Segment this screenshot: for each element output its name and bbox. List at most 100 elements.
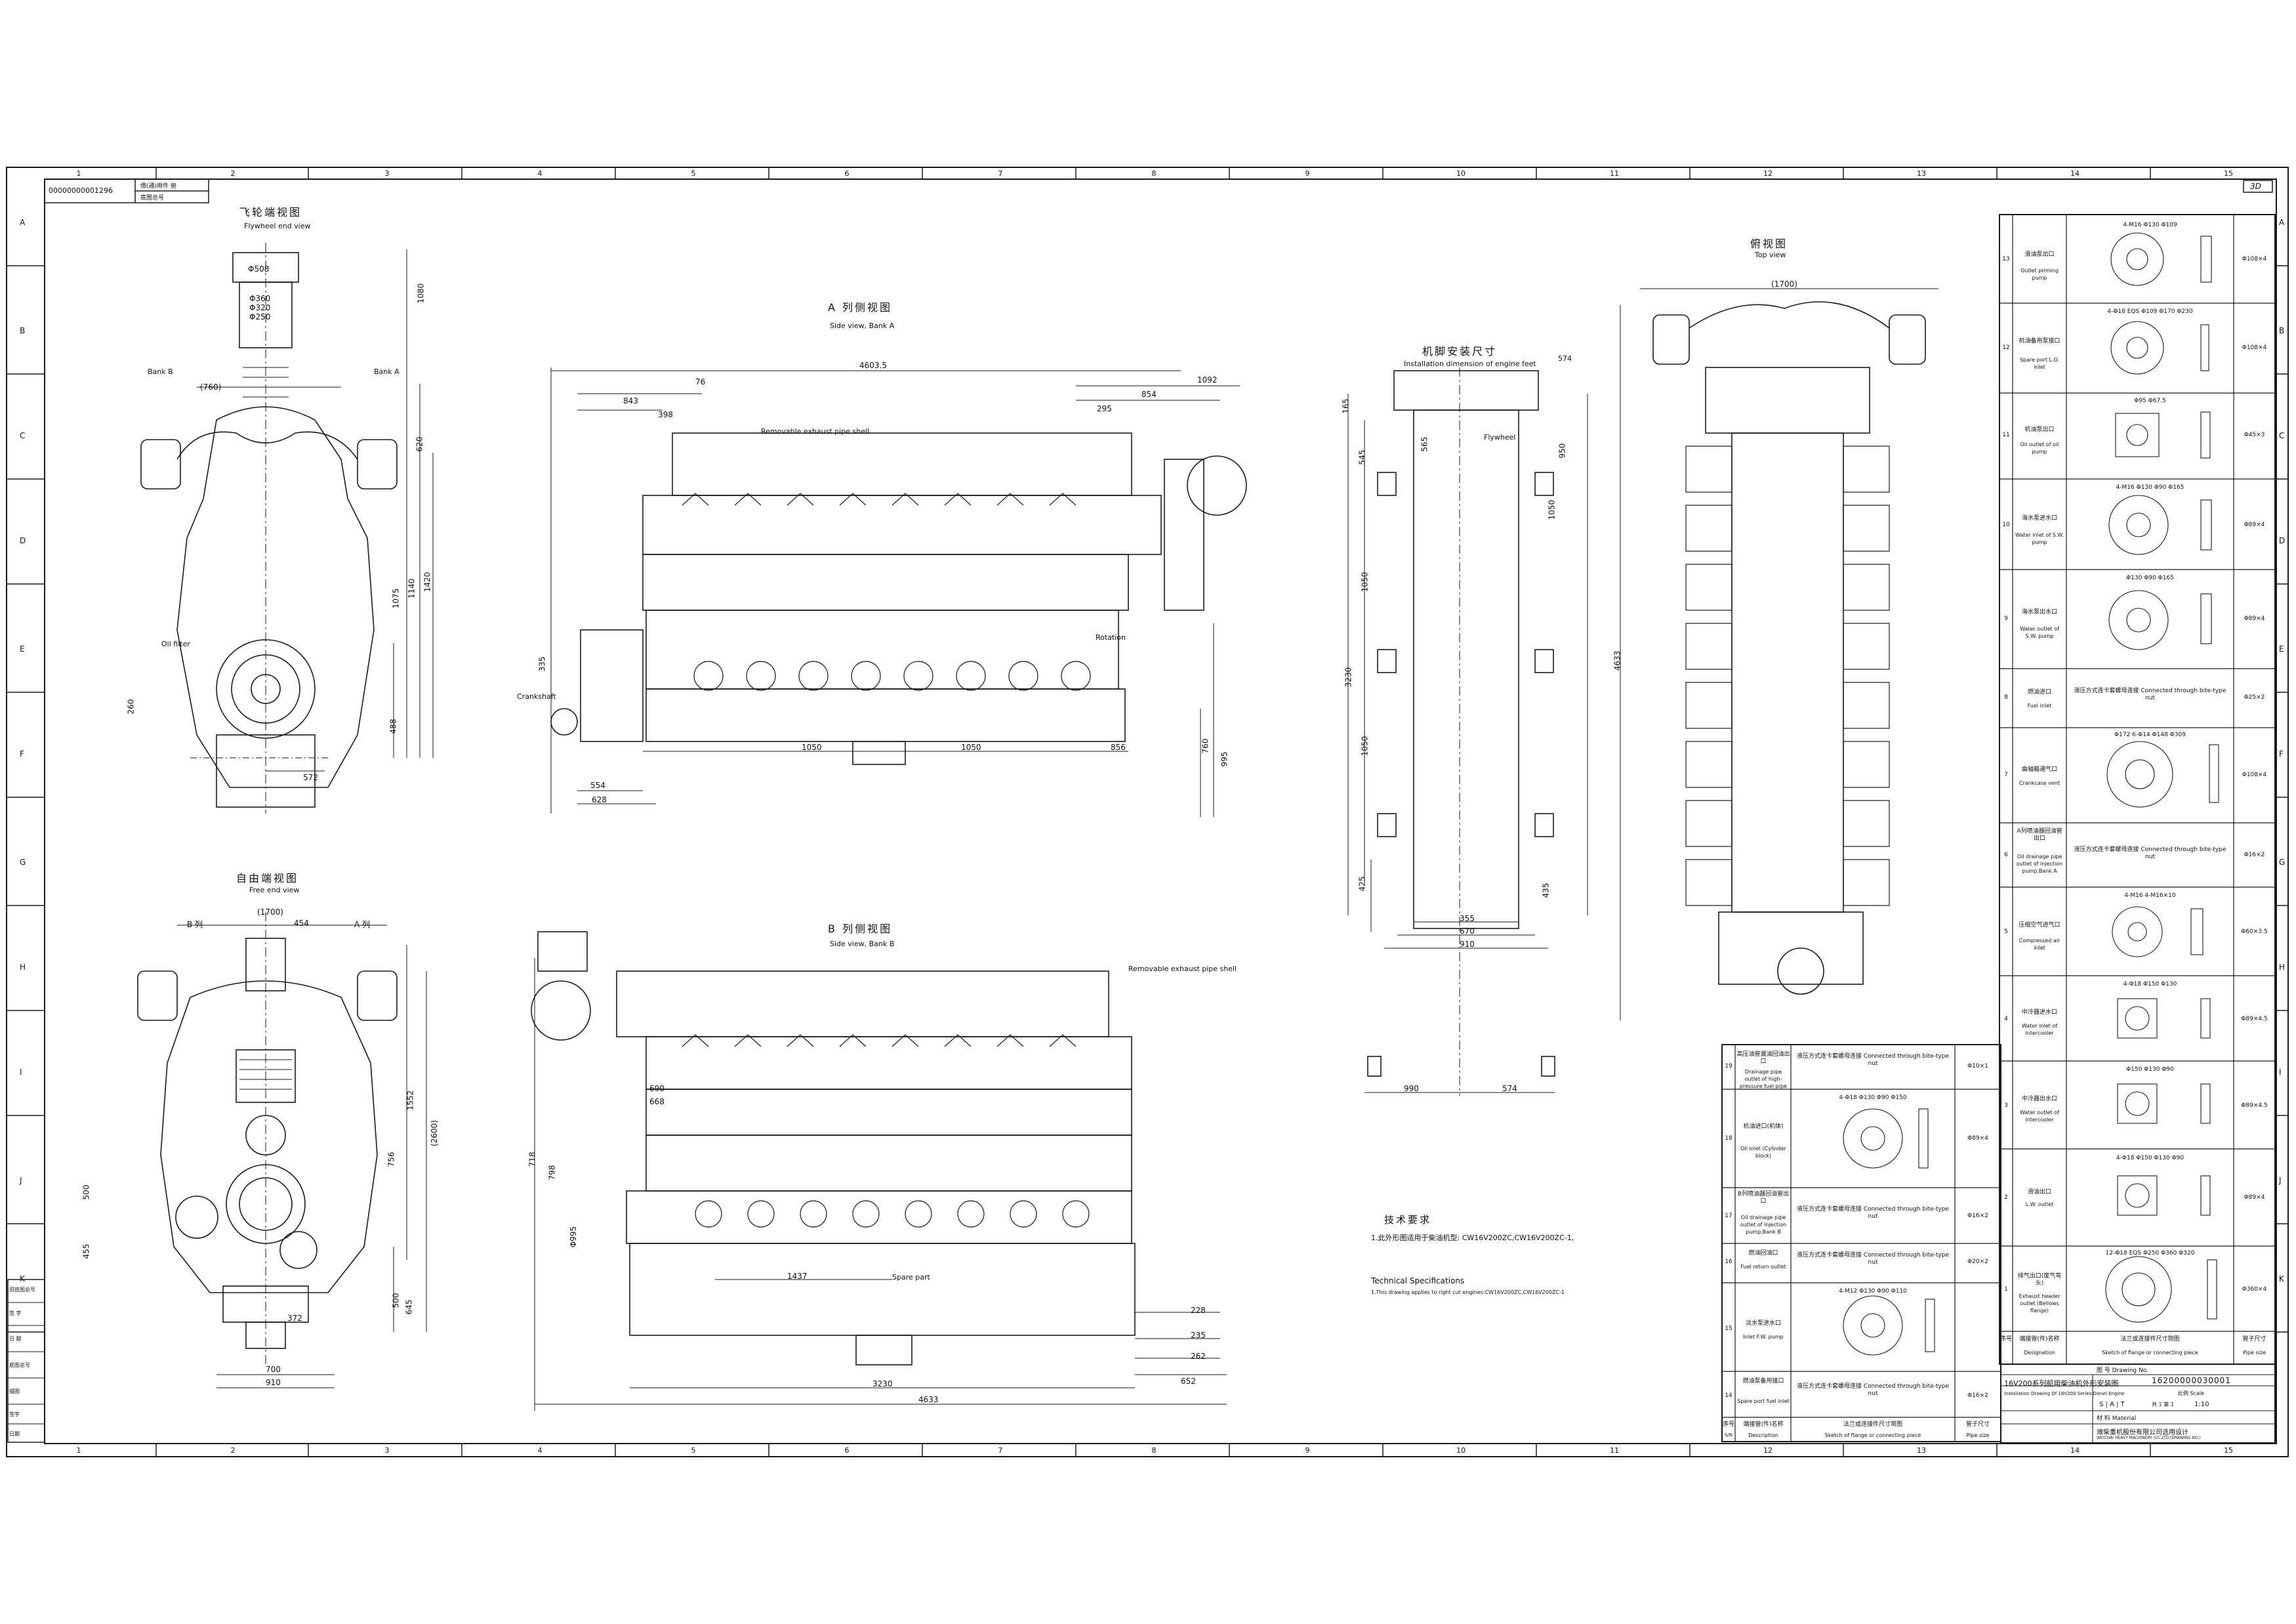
dim-label: 645 [404, 1299, 414, 1315]
dim-label: 756 [386, 1152, 396, 1167]
drawing-title-en: Installation Drawing Of 16V200 Series Di… [2004, 1391, 2125, 1396]
row-spec: 4-M16 Φ130 Φ90 Φ165 [2116, 484, 2184, 491]
row-size: Φ108×4 [2242, 772, 2267, 778]
row-name-cn: 燃油泵备用接口 [1742, 1378, 1784, 1385]
col-num: 13 [1917, 169, 1926, 178]
row-spec: 4-Φ18 EQS Φ109 Φ170 Φ230 [2107, 308, 2193, 315]
dim-label: 1437 [787, 1272, 808, 1281]
company-cn: 潍柴重机股份有限公司选用设计 [2097, 1429, 2188, 1436]
dim-label: 1420 [422, 572, 432, 593]
top-view-subtitle: Top view [1755, 251, 1786, 259]
flywheel-view-subtitle: Flywheel end view [244, 222, 311, 230]
dim-label: 854 [1141, 390, 1157, 399]
tech-line-en: 1.This drawing applies to right cut engi… [1371, 1289, 1565, 1295]
row-no: 12 [2002, 344, 2010, 351]
col-num: 8 [1151, 1446, 1157, 1455]
side-a-view-subtitle: Side view, Bank A [830, 322, 895, 330]
tech-line-cn: 1.此外形图适用于柴油机型: CW16V200ZC,CW16V200ZC-1, [1371, 1234, 1574, 1242]
dim-label: 668 [649, 1097, 665, 1106]
footer-name: 端接管(件)名称 [1743, 1421, 1784, 1428]
side-view-a-drawing [550, 367, 1247, 817]
feet-view-subtitle: Installation dimension of engine feet [1404, 360, 1536, 368]
side-b-view-title: B 列侧视图 [828, 923, 893, 935]
scale-value: 1:10 [2194, 1401, 2209, 1408]
row-letter: E [20, 644, 25, 654]
row-letter: K [2279, 1274, 2284, 1283]
row-size: Φ25×2 [2244, 694, 2265, 701]
row-name-en: Water inlet of intercooler [2021, 1023, 2058, 1036]
row-size: Φ16×2 [1967, 1213, 1988, 1219]
row-letter: J [2279, 1176, 2282, 1185]
dim-label: 1552 [405, 1090, 415, 1111]
row-size: Φ16×2 [1967, 1392, 1988, 1399]
row-spec: Φ130 Φ90 Φ165 [2126, 575, 2174, 581]
drawing-no: 16200000030001 [2152, 1376, 2231, 1385]
dim-label: 3230 [1343, 667, 1353, 688]
row-no: 4 [2004, 1016, 2008, 1022]
material-label: 材 料 Material [2097, 1415, 2137, 1422]
dim-label: 228 [1191, 1306, 1206, 1315]
free-end-view-drawing [137, 912, 427, 1388]
dim-label: 1092 [1197, 375, 1218, 385]
row-no: 2 [2004, 1194, 2008, 1201]
dim-label: 572 [303, 773, 318, 782]
footer-name-en: Designation [2024, 1350, 2055, 1356]
dim-label: 76 [695, 377, 706, 386]
dim-label: Φ250 [249, 312, 271, 322]
dim-label: 574 [1558, 354, 1572, 363]
row-name-en: Water outlet of S.W. pump [2020, 626, 2059, 639]
dim-label: 398 [658, 410, 673, 419]
row-name-cn: 机油泵出口 [2024, 427, 2055, 433]
col-num: 9 [1305, 169, 1310, 178]
row-name-en: Spare port fuel inlet [1737, 1398, 1790, 1404]
row-spec: 4-Φ18 Φ130 Φ90 Φ150 [1839, 1094, 1907, 1101]
row-spec: 液压方式连卡套螺母连接 Connected through bite-type … [1796, 1252, 1950, 1266]
row-name-en: Crankcase vent [2019, 780, 2060, 786]
row-letter: G [20, 858, 26, 867]
col-num: 2 [230, 1446, 236, 1455]
dim-label: 1050 [1360, 572, 1370, 593]
row-no: 7 [2004, 772, 2008, 778]
dim-label: 3230 [872, 1379, 893, 1388]
row-name-en: Drainage pipe outlet of high-pressure fu… [1740, 1069, 1787, 1089]
dim-label: 798 [547, 1165, 557, 1180]
row-size: Φ16×2 [2244, 852, 2265, 858]
dim-label: 554 [590, 781, 605, 790]
dim-label: 856 [1111, 743, 1126, 752]
dim-label: 700 [266, 1365, 281, 1374]
side-b-view-subtitle: Side view, Bank B [830, 940, 895, 948]
row-name-en: Oil drainage pipe outlet of injection pu… [2016, 854, 2063, 874]
free-end-view-subtitle: Free end view [249, 886, 300, 894]
dim-label: B 列 [187, 920, 203, 929]
col-num: 13 [1917, 1446, 1926, 1455]
row-spec: 4-Φ18 Φ150 Φ130 Φ90 [2116, 1155, 2184, 1161]
flywheel-view-drawing [140, 243, 434, 814]
col-num: 14 [2070, 169, 2080, 178]
dim-label: 1050 [802, 743, 822, 752]
row-size: Φ89×4 [2244, 615, 2265, 622]
row-letter: F [2279, 749, 2284, 759]
row-no: 15 [1725, 1325, 1732, 1332]
drawing-title-cn: 16V200系列船用柴油机外形安装图 [2004, 1379, 2119, 1388]
row-letter: K [20, 1274, 25, 1283]
stamp-label: 签字 [9, 1411, 20, 1417]
row-name-cn: 排气出口(废气弯头) [2017, 1273, 2062, 1287]
dim-label: A 列 [354, 920, 371, 929]
dim-label: 843 [623, 396, 638, 406]
dim-label: 690 [649, 1084, 665, 1093]
stamp-label: 描图 [9, 1388, 20, 1394]
tech-title-en: Technical Specifications [1371, 1276, 1465, 1285]
row-name-en: Oil drainage pipe outlet of injection pu… [1740, 1215, 1787, 1235]
dim-label: Flywheel [1484, 433, 1516, 442]
stamp-label: 日 期 [9, 1336, 22, 1342]
col-num: 3 [384, 169, 390, 178]
free-end-view-title: 自由端视图 [236, 872, 299, 885]
row-name-cn: 海水泵进水口 [2021, 515, 2057, 522]
row-name-en: Outlet priming pump [2020, 268, 2059, 281]
row-no: 17 [1725, 1213, 1732, 1219]
flywheel-view-title: 飞轮端视图 [239, 206, 302, 219]
row-no: 10 [2002, 522, 2010, 528]
row-no: 19 [1725, 1063, 1732, 1070]
col-num: 4 [537, 1446, 543, 1455]
row-letter: C [20, 431, 26, 440]
